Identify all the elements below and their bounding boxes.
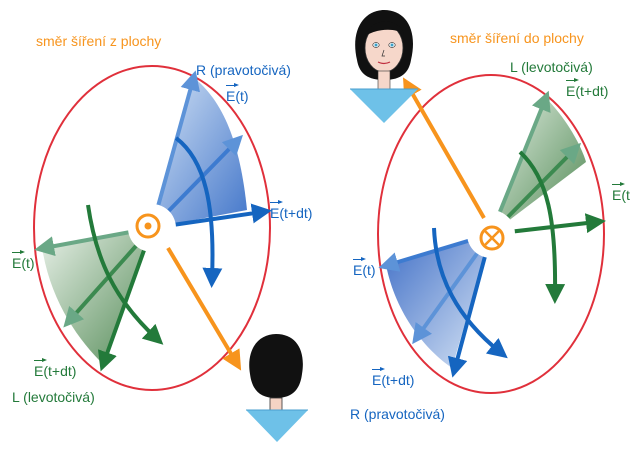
right-l-field-t-label: EE(t bbox=[612, 181, 630, 203]
out-of-plane-dot-icon bbox=[135, 213, 161, 239]
left-r-field-vector-t bbox=[150, 70, 200, 229]
left-r-rotation-arrow bbox=[174, 136, 223, 288]
right-r-field-t-label: EE(t) bbox=[353, 256, 376, 278]
right-polarization-ellipse bbox=[377, 74, 605, 394]
left-l-wave-label: L (levotočivá) bbox=[12, 389, 95, 405]
left-r-field-t-text: E(t) bbox=[226, 88, 249, 104]
right-panel bbox=[350, 10, 606, 394]
right-panel-title: směr šíření do plochy bbox=[450, 30, 584, 46]
left-l-sector bbox=[42, 228, 152, 365]
left-l-rotation-arrow bbox=[86, 204, 164, 345]
right-r-field-tdt-label: EE(t+dt) bbox=[372, 366, 415, 388]
left-r-field-tdt-text: E(t+dt) bbox=[270, 205, 313, 221]
left-r-field-tdt-label: EE(t+dt) bbox=[270, 199, 313, 221]
left-l-field-t-label: EE(t) bbox=[12, 249, 35, 271]
left-r-wave-label: R (pravotočivá) bbox=[196, 62, 291, 78]
observer-face-icon bbox=[350, 10, 418, 123]
left-r-sector bbox=[152, 77, 247, 228]
right-l-field-tdt-label: EE(t+dt) bbox=[566, 77, 609, 99]
observer-head-from-behind-icon bbox=[246, 334, 308, 442]
into-plane-cross-icon bbox=[479, 225, 505, 251]
right-l-field-t-text: E(t bbox=[612, 187, 630, 203]
left-panel-title: směr šíření z plochy bbox=[36, 33, 162, 49]
left-l-field-t-text: E(t) bbox=[12, 255, 35, 271]
left-l-field-tdt-label: EE(t+dt) bbox=[34, 357, 77, 379]
right-r-rotation-arrow bbox=[432, 227, 508, 359]
left-propagation-arrow bbox=[166, 246, 242, 371]
left-polarization-ellipse bbox=[33, 65, 271, 391]
right-r-field-tdt-text: E(t+dt) bbox=[372, 372, 415, 388]
left-l-field-tdt-text: E(t+dt) bbox=[34, 363, 77, 379]
right-propagation-arrow bbox=[403, 77, 486, 219]
right-r-field-t-text: E(t) bbox=[353, 262, 376, 278]
left-r-field-t-label: EE(t) bbox=[226, 82, 249, 104]
right-l-rotation-arrow bbox=[518, 150, 566, 304]
right-r-wave-label: R (pravotočivá) bbox=[350, 406, 445, 422]
right-l-wave-label: L (levotočivá) bbox=[510, 59, 593, 75]
left-panel bbox=[33, 65, 308, 442]
right-l-field-tdt-text: E(t+dt) bbox=[566, 83, 609, 99]
right-l-field-vector-t bbox=[489, 90, 551, 235]
right-l-sector bbox=[491, 97, 586, 234]
